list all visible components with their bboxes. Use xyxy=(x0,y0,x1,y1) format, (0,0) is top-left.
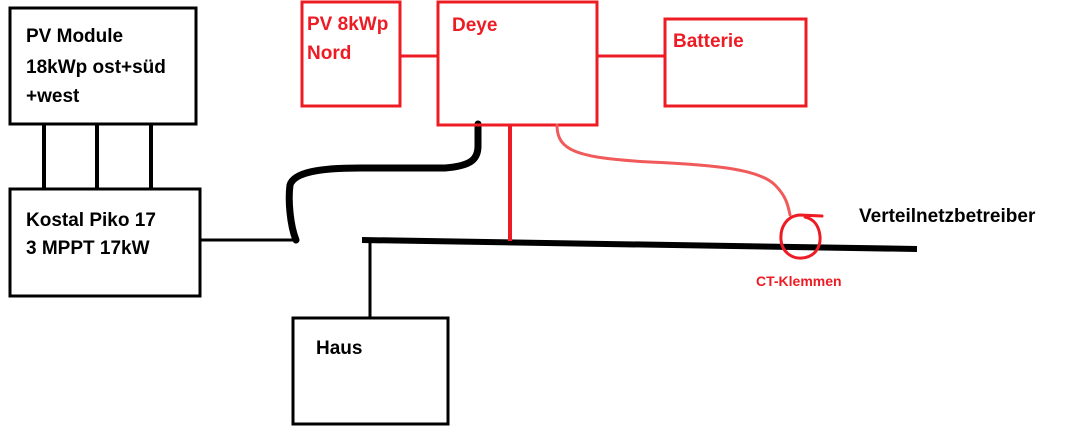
batterie-box xyxy=(663,17,808,108)
kostal-label-2: 3 MPPT 17kW xyxy=(26,238,150,259)
kostal-label-1: Kostal Piko 17 xyxy=(26,210,156,231)
kostal-box xyxy=(8,187,202,298)
pv-module-label-1: PV Module xyxy=(26,26,124,47)
deye-label: Deye xyxy=(452,15,498,36)
pv-nord-label-2: Nord xyxy=(307,43,352,64)
pv-module-label-3: +west xyxy=(26,86,80,107)
grid-operator-label: Verteilnetzbetreiber xyxy=(859,206,1036,227)
pv-nord-box xyxy=(300,0,402,108)
batterie-label: Batterie xyxy=(673,31,744,52)
ct-clamps-label: CT-Klemmen xyxy=(756,273,842,289)
ct-cable xyxy=(555,123,792,217)
kostal-deye-cable xyxy=(285,120,482,244)
pv-module-label-2: 18kWp ost+süd xyxy=(26,57,166,78)
haus-label: Haus xyxy=(316,338,363,359)
haus-box xyxy=(291,316,450,426)
deye-box xyxy=(436,0,599,127)
pv-nord-label-1: PV 8kWp xyxy=(307,14,389,35)
ct-clamp xyxy=(779,213,824,260)
pv-module-box xyxy=(8,6,198,126)
grid-line xyxy=(361,237,918,252)
